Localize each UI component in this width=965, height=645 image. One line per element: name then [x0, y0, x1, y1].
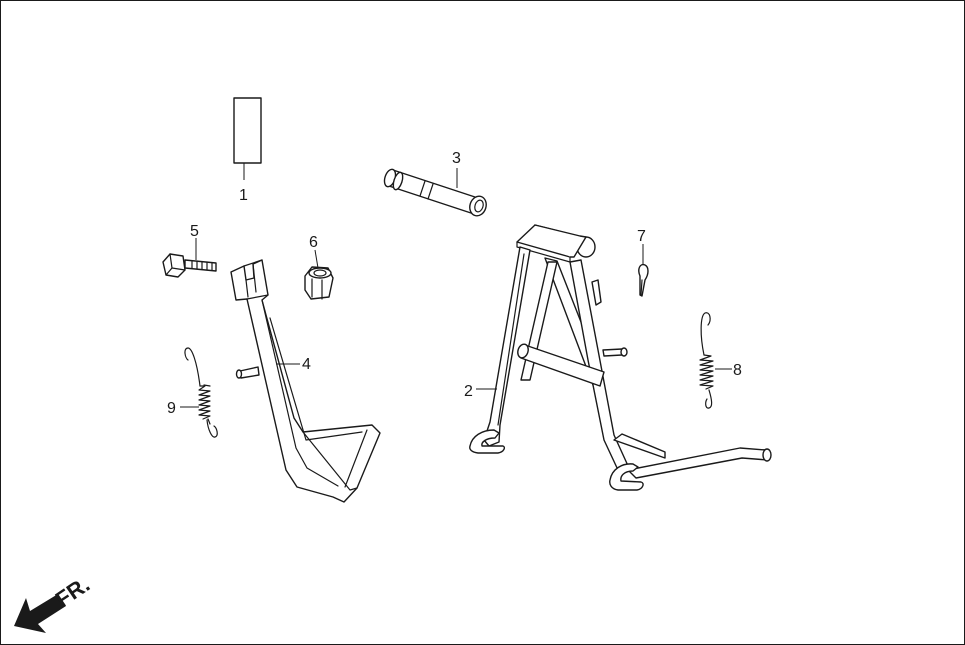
- callout-2: 2: [464, 383, 473, 400]
- part-7-cotter-pin: [638, 244, 649, 297]
- part-2-main-stand: [469, 224, 772, 491]
- part-5-bolt: [162, 238, 217, 278]
- callout-5: 5: [190, 223, 199, 240]
- part-8-spring: [699, 312, 732, 409]
- callout-8: 8: [733, 362, 742, 379]
- callout-7: 7: [637, 228, 646, 245]
- callout-1: 1: [239, 187, 248, 204]
- part-4-side-stand: [230, 259, 381, 503]
- callout-3: 3: [452, 150, 461, 167]
- callout-4: 4: [302, 356, 311, 373]
- part-1-decal: [233, 97, 262, 180]
- part-6-nut: [304, 249, 334, 300]
- callout-6: 6: [309, 234, 318, 251]
- front-direction-arrow-icon: [14, 594, 66, 633]
- part-9-spring: [180, 347, 218, 438]
- callout-9: 9: [167, 400, 176, 417]
- part-3-pivot-pipe: [383, 168, 487, 217]
